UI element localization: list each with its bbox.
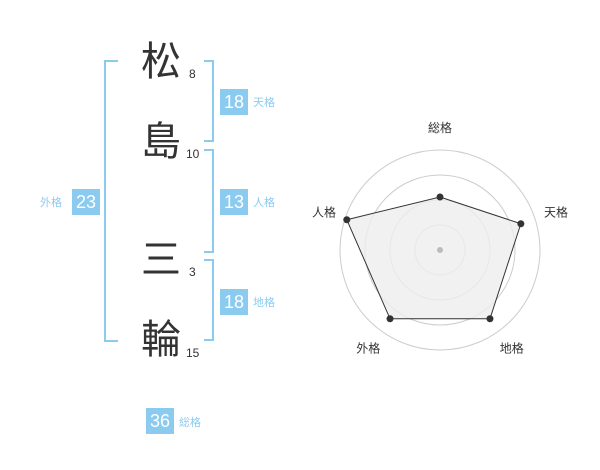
chikaku-value: 18 bbox=[220, 289, 248, 315]
radar-axis-label-4: 外格 bbox=[356, 341, 380, 356]
jinkaku-label: 人格 bbox=[253, 196, 275, 209]
radar-point-1 bbox=[436, 193, 444, 201]
name-char-2: 島 bbox=[141, 119, 181, 165]
tenkaku-value: 18 bbox=[220, 89, 248, 115]
name-char-1: 松 bbox=[141, 39, 181, 85]
name-char-4: 輪 bbox=[141, 317, 181, 363]
gaikaku-label: 外格 bbox=[40, 196, 62, 209]
radar-center-dot bbox=[437, 247, 443, 253]
stroke-count-1: 8 bbox=[189, 67, 196, 81]
radar-point-4 bbox=[386, 315, 394, 323]
radar-point-3 bbox=[486, 315, 494, 323]
stroke-count-3: 3 bbox=[189, 265, 196, 279]
radar-point-5 bbox=[343, 216, 351, 224]
radar-axis-label-3: 地格 bbox=[500, 341, 524, 356]
jinkaku-value: 13 bbox=[220, 189, 248, 215]
tenkaku-bracket bbox=[204, 60, 214, 142]
name-char-3: 三 bbox=[141, 237, 181, 283]
chikaku-label: 地格 bbox=[253, 296, 275, 309]
radar-shape bbox=[346, 196, 522, 320]
gaikaku-value: 23 bbox=[72, 189, 100, 215]
chikaku-bracket bbox=[204, 259, 214, 341]
stroke-count-4: 15 bbox=[186, 346, 200, 360]
radar-axis-label-5: 人格 bbox=[312, 204, 336, 219]
radar-ring bbox=[339, 149, 541, 351]
soukaku-label: 総格 bbox=[179, 416, 201, 429]
radar-axis-label-2: 天格 bbox=[544, 204, 568, 219]
radar-axis-label-1: 総格 bbox=[428, 120, 452, 135]
radar-point-2 bbox=[517, 220, 525, 228]
gaikaku-bracket bbox=[104, 60, 118, 342]
soukaku-value: 36 bbox=[146, 408, 174, 434]
jinkaku-bracket bbox=[204, 149, 214, 253]
stroke-count-2: 10 bbox=[186, 147, 200, 161]
tenkaku-label: 天格 bbox=[253, 96, 275, 109]
radar-polygon bbox=[346, 196, 522, 320]
radar-points bbox=[343, 193, 525, 323]
